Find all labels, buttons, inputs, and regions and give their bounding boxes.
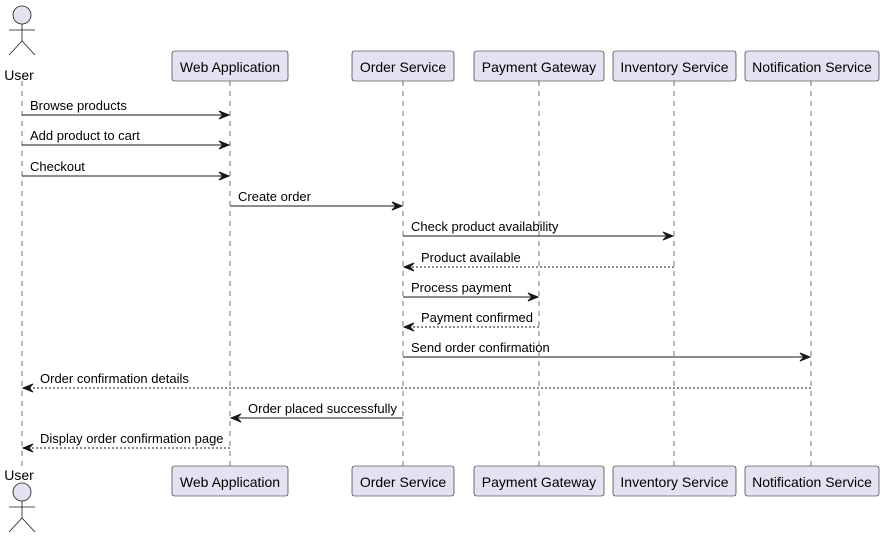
- participant-box: [171, 465, 289, 497]
- message-label: Order confirmation details: [40, 371, 189, 386]
- arrowhead-icon: [218, 171, 231, 181]
- actor-right-leg: [21, 40, 36, 56]
- message-label: Check product availability: [411, 219, 559, 234]
- arrowhead-icon: [799, 352, 812, 362]
- message-6: Product available: [402, 250, 674, 272]
- message-9: Send order confirmation: [403, 340, 812, 362]
- arrowhead-icon: [402, 322, 415, 332]
- participant-box: [473, 50, 605, 82]
- participant-payment-bottom: Payment Gateway: [473, 465, 605, 497]
- participant-label: Notification Service: [752, 474, 872, 490]
- participant-box: [351, 465, 455, 497]
- message-label: Process payment: [411, 280, 512, 295]
- message-label: Order placed successfully: [248, 401, 397, 416]
- message-2: Add product to cart: [22, 128, 231, 150]
- participant-label: Payment Gateway: [482, 474, 596, 490]
- actor-left-leg: [8, 40, 23, 56]
- participant-box: [744, 50, 880, 82]
- participant-label: Web Application: [180, 474, 280, 490]
- participant-web-bottom: Web Application: [171, 465, 289, 497]
- participant-web-top: Web Application: [171, 50, 289, 82]
- participant-label: Web Application: [180, 59, 280, 75]
- message-label: Product available: [421, 250, 521, 265]
- participant-inventory-top: Inventory Service: [612, 50, 737, 82]
- participant-box: [473, 465, 605, 497]
- arrowhead-icon: [662, 231, 675, 241]
- participant-order-top: Order Service: [351, 50, 455, 82]
- participant-label: Inventory Service: [620, 474, 728, 490]
- participant-label: Inventory Service: [620, 59, 728, 75]
- participant-label: Order Service: [360, 474, 447, 490]
- message-5: Check product availability: [403, 219, 675, 241]
- participant-label: Payment Gateway: [482, 59, 596, 75]
- arrowhead-icon: [218, 140, 231, 150]
- message-10: Order confirmation details: [21, 371, 811, 393]
- actor-label: User: [4, 467, 34, 483]
- participant-notification-top: Notification Service: [744, 50, 880, 82]
- actor-user-bottom: User: [4, 467, 36, 533]
- participant-box: [744, 465, 880, 497]
- message-11: Order placed successfully: [229, 401, 403, 423]
- participant-notification-bottom: Notification Service: [744, 465, 880, 497]
- participant-box: [612, 50, 737, 82]
- participant-label: Notification Service: [752, 59, 872, 75]
- message-label: Create order: [238, 189, 312, 204]
- actor-left-leg: [8, 517, 23, 533]
- participant-inventory-bottom: Inventory Service: [612, 465, 737, 497]
- actor-user-top: User: [4, 5, 36, 83]
- actor-head-icon: [12, 5, 32, 25]
- arrowhead-icon: [229, 413, 242, 423]
- actor-label: User: [4, 67, 34, 83]
- message-7: Process payment: [403, 280, 540, 302]
- participant-payment-top: Payment Gateway: [473, 50, 605, 82]
- participant-box: [171, 50, 289, 82]
- arrowhead-icon: [21, 443, 34, 453]
- message-label: Browse products: [30, 98, 127, 113]
- participant-box: [612, 465, 737, 497]
- arrowhead-icon: [391, 201, 404, 211]
- message-label: Display order confirmation page: [40, 431, 224, 446]
- arrowhead-icon: [218, 110, 231, 120]
- participant-box: [351, 50, 455, 82]
- actor-right-leg: [21, 517, 36, 533]
- message-1: Browse products: [22, 98, 231, 120]
- message-label: Payment confirmed: [421, 310, 533, 325]
- arrowhead-icon: [402, 262, 415, 272]
- message-label: Add product to cart: [30, 128, 140, 143]
- message-8: Payment confirmed: [402, 310, 539, 332]
- message-label: Send order confirmation: [411, 340, 550, 355]
- message-4: Create order: [230, 189, 404, 211]
- arrowhead-icon: [527, 292, 540, 302]
- participant-order-bottom: Order Service: [351, 465, 455, 497]
- actor-head-icon: [12, 482, 32, 502]
- message-3: Checkout: [22, 159, 231, 181]
- participant-label: Order Service: [360, 59, 447, 75]
- message-12: Display order confirmation page: [21, 431, 230, 453]
- arrowhead-icon: [21, 383, 34, 393]
- message-label: Checkout: [30, 159, 85, 174]
